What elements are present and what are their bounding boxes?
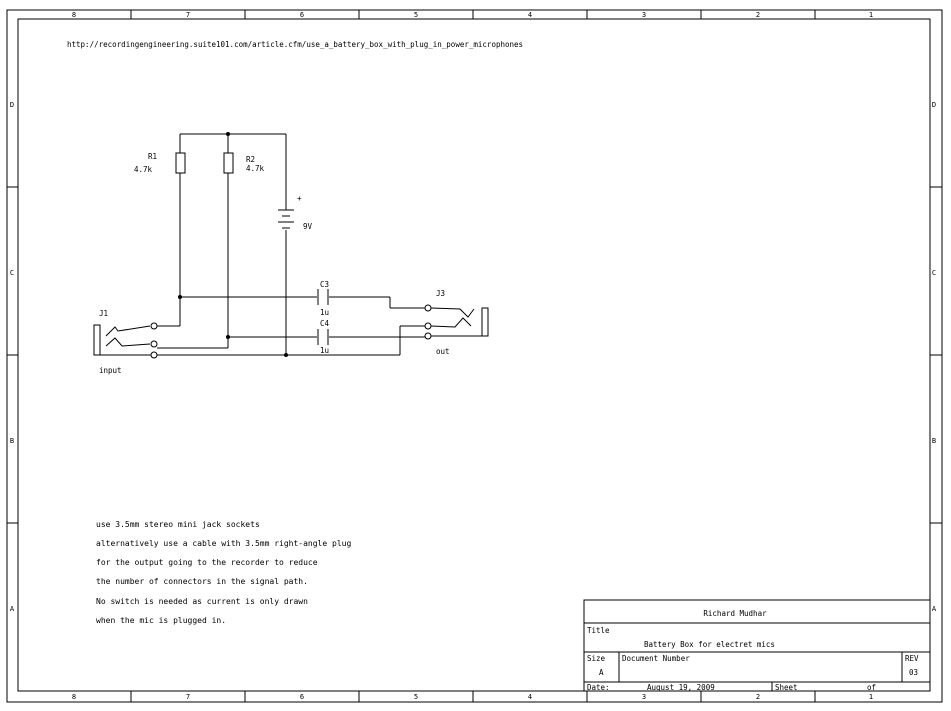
col-label: 7: [186, 693, 190, 701]
note-line: for the output going to the recorder to …: [96, 558, 318, 567]
row-labels-right: D C B A: [932, 101, 937, 613]
r1-ref: R1: [148, 152, 157, 161]
column-labels-bottom: 8 7 6 5 4 3 2 1: [72, 693, 873, 701]
rev-value: 03: [909, 668, 918, 677]
c3-value: 1u: [320, 308, 329, 317]
col-label: 2: [756, 11, 760, 19]
battery-plus: +: [297, 194, 302, 203]
j1-ref: J1: [99, 309, 108, 318]
col-label: 8: [72, 693, 76, 701]
sheet-label: Sheet: [775, 683, 798, 692]
r2-ref: R2: [246, 155, 255, 164]
junction-dot: [284, 353, 288, 357]
row-labels-left: D C B A: [10, 101, 15, 613]
row-label: C: [932, 269, 936, 277]
border-frame: [6, 9, 943, 703]
schematic-title: Battery Box for electret mics: [644, 640, 775, 649]
date-label: Date:: [587, 683, 610, 692]
row-label: A: [10, 605, 15, 613]
design-notes: use 3.5mm stereo mini jack sockets alter…: [96, 520, 351, 625]
jack-j3: J3 out: [424, 289, 489, 356]
jack-body: [481, 307, 489, 337]
title-label: Title: [587, 626, 610, 635]
row-label: B: [932, 437, 936, 445]
junction-dot: [226, 132, 230, 136]
note-line: the number of connectors in the signal p…: [96, 577, 308, 586]
company-name: Richard Mudhar: [703, 609, 767, 618]
jack-j1: J1 input: [93, 309, 158, 375]
col-label: 6: [300, 11, 304, 19]
resistor-r2: R2 4.7k: [223, 152, 265, 174]
jack-body: [93, 324, 101, 356]
row-label: D: [10, 101, 14, 109]
j3-label: out: [436, 347, 450, 356]
col-label: 1: [869, 693, 873, 701]
row-label: A: [932, 605, 937, 613]
jack-pin: [150, 322, 158, 330]
jack-pin: [150, 340, 158, 348]
col-label: 5: [414, 693, 418, 701]
size-label: Size: [587, 654, 606, 663]
c4-ref: C4: [320, 319, 330, 328]
note-line: No switch is needed as current is only d…: [96, 597, 308, 606]
col-label: 4: [528, 11, 532, 19]
jack-pin: [424, 304, 432, 312]
junctions: [178, 132, 288, 357]
document-number-label: Document Number: [622, 654, 690, 663]
col-label: 2: [756, 693, 760, 701]
source-url: http://recordingengineering.suite101.com…: [67, 40, 523, 49]
capacitor-c3: C3 1u: [317, 280, 329, 317]
jack-pin: [424, 332, 432, 340]
jack-pin: [424, 322, 432, 330]
resistor-symbol: [175, 152, 186, 174]
col-label: 3: [642, 693, 646, 701]
col-label: 6: [300, 693, 304, 701]
j3-ref: J3: [436, 289, 445, 298]
battery-value: 9V: [303, 222, 313, 231]
title-block: Richard Mudhar Title Battery Box for ele…: [583, 599, 931, 692]
resistor-symbol: [223, 152, 234, 174]
col-label: 4: [528, 693, 532, 701]
j1-label: input: [99, 366, 122, 375]
row-label: B: [10, 437, 14, 445]
of-label: of: [867, 683, 876, 692]
c4-value: 1u: [320, 346, 329, 355]
c3-ref: C3: [320, 280, 329, 289]
col-label: 8: [72, 11, 76, 19]
row-label: D: [932, 101, 936, 109]
col-label: 7: [186, 11, 190, 19]
rev-label: REV: [905, 654, 919, 663]
col-label: 3: [642, 11, 646, 19]
col-label: 5: [414, 11, 418, 19]
column-labels-top: 8 7 6 5 4 3 2 1: [72, 11, 873, 19]
resistor-r1: R1 4.7k: [134, 152, 186, 174]
jack-pin: [150, 351, 158, 359]
note-line: when the mic is plugged in.: [96, 616, 226, 625]
r1-value: 4.7k: [134, 165, 153, 174]
battery-9v: + 9V: [278, 194, 313, 231]
junction-dot: [178, 295, 182, 299]
r2-value: 4.7k: [246, 164, 265, 173]
date-value: August 19, 2009: [647, 683, 715, 692]
note-line: use 3.5mm stereo mini jack sockets: [96, 520, 260, 529]
size-value: A: [599, 668, 604, 677]
note-line: alternatively use a cable with 3.5mm rig…: [96, 539, 351, 548]
capacitor-c4: C4 1u: [317, 319, 330, 355]
row-label: C: [10, 269, 14, 277]
col-label: 1: [869, 11, 873, 19]
junction-dot: [226, 335, 230, 339]
schematic-wires: [157, 133, 427, 356]
